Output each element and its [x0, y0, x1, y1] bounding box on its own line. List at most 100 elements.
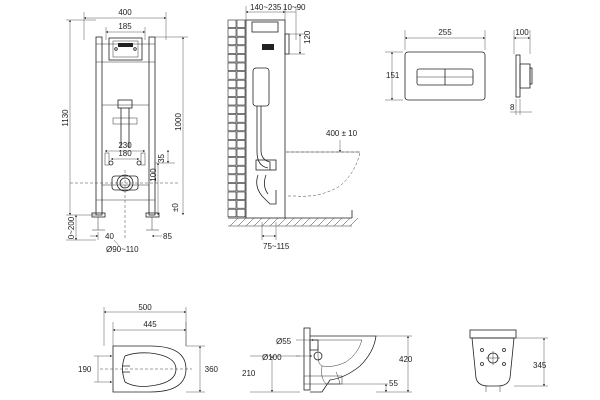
floor-hatch-line	[317, 217, 327, 227]
dim-button-depth-100: 100	[515, 28, 529, 37]
floor-hatch-line	[261, 217, 271, 227]
dim-plate-width-185: 185	[118, 22, 132, 31]
front-view-installation-frame: 400 185 230 180	[61, 8, 188, 254]
dim-button-width-255: 255	[438, 28, 452, 37]
brick	[236, 79, 246, 89]
floor-hatch-line	[253, 217, 263, 227]
brick	[227, 97, 237, 106]
brick	[227, 28, 237, 37]
brick	[236, 148, 246, 157]
brick	[236, 97, 246, 106]
dim-adjust-range-0-200: 0~200	[67, 216, 76, 239]
brick	[236, 105, 246, 114]
brick	[236, 19, 246, 28]
dim-rear-height-345: 345	[533, 361, 547, 370]
dim-drain-height-100: 100	[149, 168, 158, 182]
brick	[227, 105, 237, 114]
brick	[227, 54, 237, 63]
floor-hatch-line	[325, 217, 335, 227]
brick	[227, 157, 237, 166]
brick	[236, 208, 246, 218]
brick	[227, 36, 237, 46]
dim-button-thickness-8: 8	[510, 103, 515, 112]
brick	[227, 62, 237, 71]
dim-inlet-height-35: 35	[157, 153, 166, 162]
floor-hatch-line	[301, 217, 311, 227]
dim-outlet-height-210: 210	[242, 369, 256, 378]
side-view-wall-section: 140~235 10~90 120 400 ± 10 75~115	[227, 3, 361, 251]
brick	[236, 36, 246, 46]
bowl-plan-view: 500 445 190 360	[78, 303, 219, 393]
brick	[236, 183, 246, 192]
brick	[227, 191, 237, 200]
brick	[227, 200, 237, 209]
floor-hatch	[228, 217, 359, 227]
floor-hatch-line	[341, 217, 351, 227]
flush-button-side-view: 100 8	[510, 28, 533, 115]
dim-foot-offset-40: 40	[105, 232, 114, 241]
dim-bowl-length-500: 500	[138, 303, 152, 312]
brick	[227, 208, 237, 218]
brick	[227, 45, 237, 54]
floor-hatch-line	[293, 217, 303, 227]
brick	[236, 174, 246, 183]
bowl-side-view: Ø55 Ø100 210 420 55	[242, 327, 413, 393]
brick	[227, 174, 237, 183]
floor-hatch-line	[349, 217, 359, 227]
brick	[227, 148, 237, 157]
floor-hatch-line	[245, 217, 255, 227]
brick	[227, 114, 237, 123]
brick	[236, 62, 246, 71]
dim-foot-height-55: 55	[389, 379, 398, 388]
dim-frame-height-1000: 1000	[174, 113, 183, 131]
floor-level-mark: ±0	[171, 203, 180, 212]
dim-pipe-spacing-230: 230	[118, 141, 132, 150]
dim-pipe-spacing-180: 180	[118, 149, 132, 158]
dim-drain-diameter: Ø90~110	[106, 245, 139, 254]
brick	[227, 140, 237, 149]
floor-hatch-line	[269, 217, 279, 227]
brick	[236, 191, 246, 200]
brick	[236, 122, 246, 132]
brick	[236, 45, 246, 54]
dim-bolt-spacing-190: 190	[78, 365, 92, 374]
brick	[227, 79, 237, 89]
brick	[227, 131, 237, 140]
brick	[227, 19, 237, 28]
floor-hatch-line	[285, 217, 295, 227]
brick	[227, 71, 237, 80]
dim-depth-10-90: 10~90	[283, 3, 306, 12]
bowl-rear-view: 345	[469, 329, 548, 392]
dim-bowl-height-420: 420	[399, 355, 413, 364]
brick	[236, 88, 246, 97]
dim-inlet-diameter-55: Ø55	[276, 337, 292, 346]
brick	[227, 165, 237, 175]
dim-outlet-offset-75-115: 75~115	[263, 242, 290, 251]
brick	[236, 28, 246, 37]
floor-hatch-line	[229, 217, 239, 227]
dim-bowl-length-445: 445	[143, 320, 157, 329]
floor-hatch-line	[277, 217, 287, 227]
dim-bolt-height-400: 400 ± 10	[326, 129, 358, 138]
brick	[236, 71, 246, 80]
dim-tank-height-120: 120	[303, 30, 312, 44]
floor-hatch-line	[333, 217, 343, 227]
dim-depth-140-235: 140~235	[250, 3, 282, 12]
flush-button-front-view: 255 151	[385, 28, 486, 101]
brick-wall-hatch	[227, 19, 246, 218]
brick	[236, 114, 246, 123]
brick	[227, 183, 237, 192]
dim-total-height-1130: 1130	[61, 109, 70, 127]
dim-bowl-width-360: 360	[205, 365, 219, 374]
brick	[227, 122, 237, 132]
floor-hatch-line	[309, 217, 319, 227]
brick	[227, 88, 237, 97]
brick	[236, 54, 246, 63]
brick	[236, 131, 246, 140]
brick	[236, 157, 246, 166]
floor-hatch-line	[237, 217, 247, 227]
dim-foot-width-85: 85	[163, 232, 172, 241]
brick	[236, 200, 246, 209]
dim-button-height-151: 151	[386, 71, 400, 80]
